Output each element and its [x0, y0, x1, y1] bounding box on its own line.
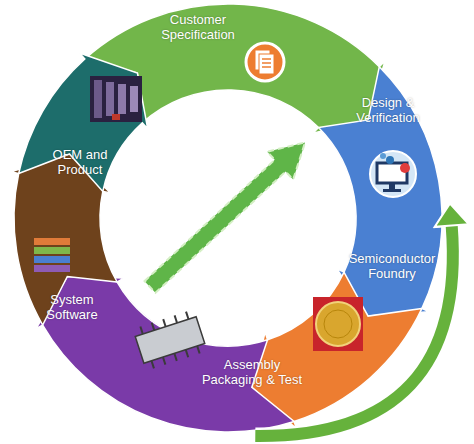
- wafer: [316, 302, 360, 346]
- server-light: [112, 114, 120, 120]
- arrow-shaft: [430, 225, 454, 361]
- center-arrow: [137, 129, 318, 301]
- server-rack: [106, 82, 114, 116]
- server-room-photo: [90, 76, 142, 122]
- icon-circle: [246, 43, 284, 81]
- wafer-photo: [313, 297, 363, 351]
- document-sheet: [259, 54, 274, 74]
- stack-layer: [34, 256, 70, 263]
- chip-icon: [133, 309, 207, 371]
- stage-label: Customer Specification: [151, 12, 246, 42]
- document-line: [262, 62, 271, 64]
- server-rack: [94, 80, 102, 118]
- monitor-base: [383, 189, 401, 192]
- software-stack-icon: [34, 238, 70, 272]
- status-dot: [400, 163, 410, 173]
- arrow-head: [435, 204, 469, 227]
- document-line: [262, 66, 271, 68]
- document-sheet: [255, 50, 270, 70]
- arrow-head: [435, 204, 469, 228]
- photo-frame: [90, 76, 142, 122]
- center-arrow-shape: [137, 129, 318, 301]
- arrow-shaft: [255, 225, 453, 436]
- arc-arrow-fill: [252, 272, 422, 429]
- stack-layer: [34, 247, 70, 254]
- icon-circle: [370, 151, 416, 197]
- arrow-shaft: [430, 225, 454, 361]
- server-rack: [130, 86, 138, 112]
- server-rack: [118, 84, 126, 114]
- stage-label: Semiconductor Foundry: [345, 251, 440, 281]
- arrow-shaft: [255, 225, 453, 436]
- monitor-icon: [370, 151, 416, 197]
- gear: [380, 153, 386, 159]
- chip-body: [135, 317, 205, 363]
- stack-layer: [34, 265, 70, 272]
- feedback-arrow: [255, 204, 468, 437]
- feedback-arrow: [430, 204, 469, 362]
- arc-arrow-fill: [19, 53, 148, 191]
- stage-label: Assembly Packaging & Test: [196, 357, 308, 387]
- photo-frame: [313, 297, 363, 351]
- monitor-screen: [377, 163, 407, 183]
- cycle-stage-band: OEM and Product: [10, 29, 165, 194]
- stage-label: OEM and Product: [41, 147, 119, 177]
- stage-label: Design & Verification: [338, 95, 438, 125]
- monitor-stand: [389, 184, 395, 189]
- document-line: [262, 58, 271, 60]
- chip-pins: [140, 312, 199, 369]
- document-icon: [246, 43, 284, 81]
- arc-arrow-fill: [36, 276, 294, 432]
- stage-label: System Software: [36, 292, 108, 322]
- gear: [386, 156, 394, 164]
- arc-arrow-fill: [319, 67, 442, 316]
- wafer-ring: [324, 310, 352, 338]
- stack-layer: [34, 238, 70, 245]
